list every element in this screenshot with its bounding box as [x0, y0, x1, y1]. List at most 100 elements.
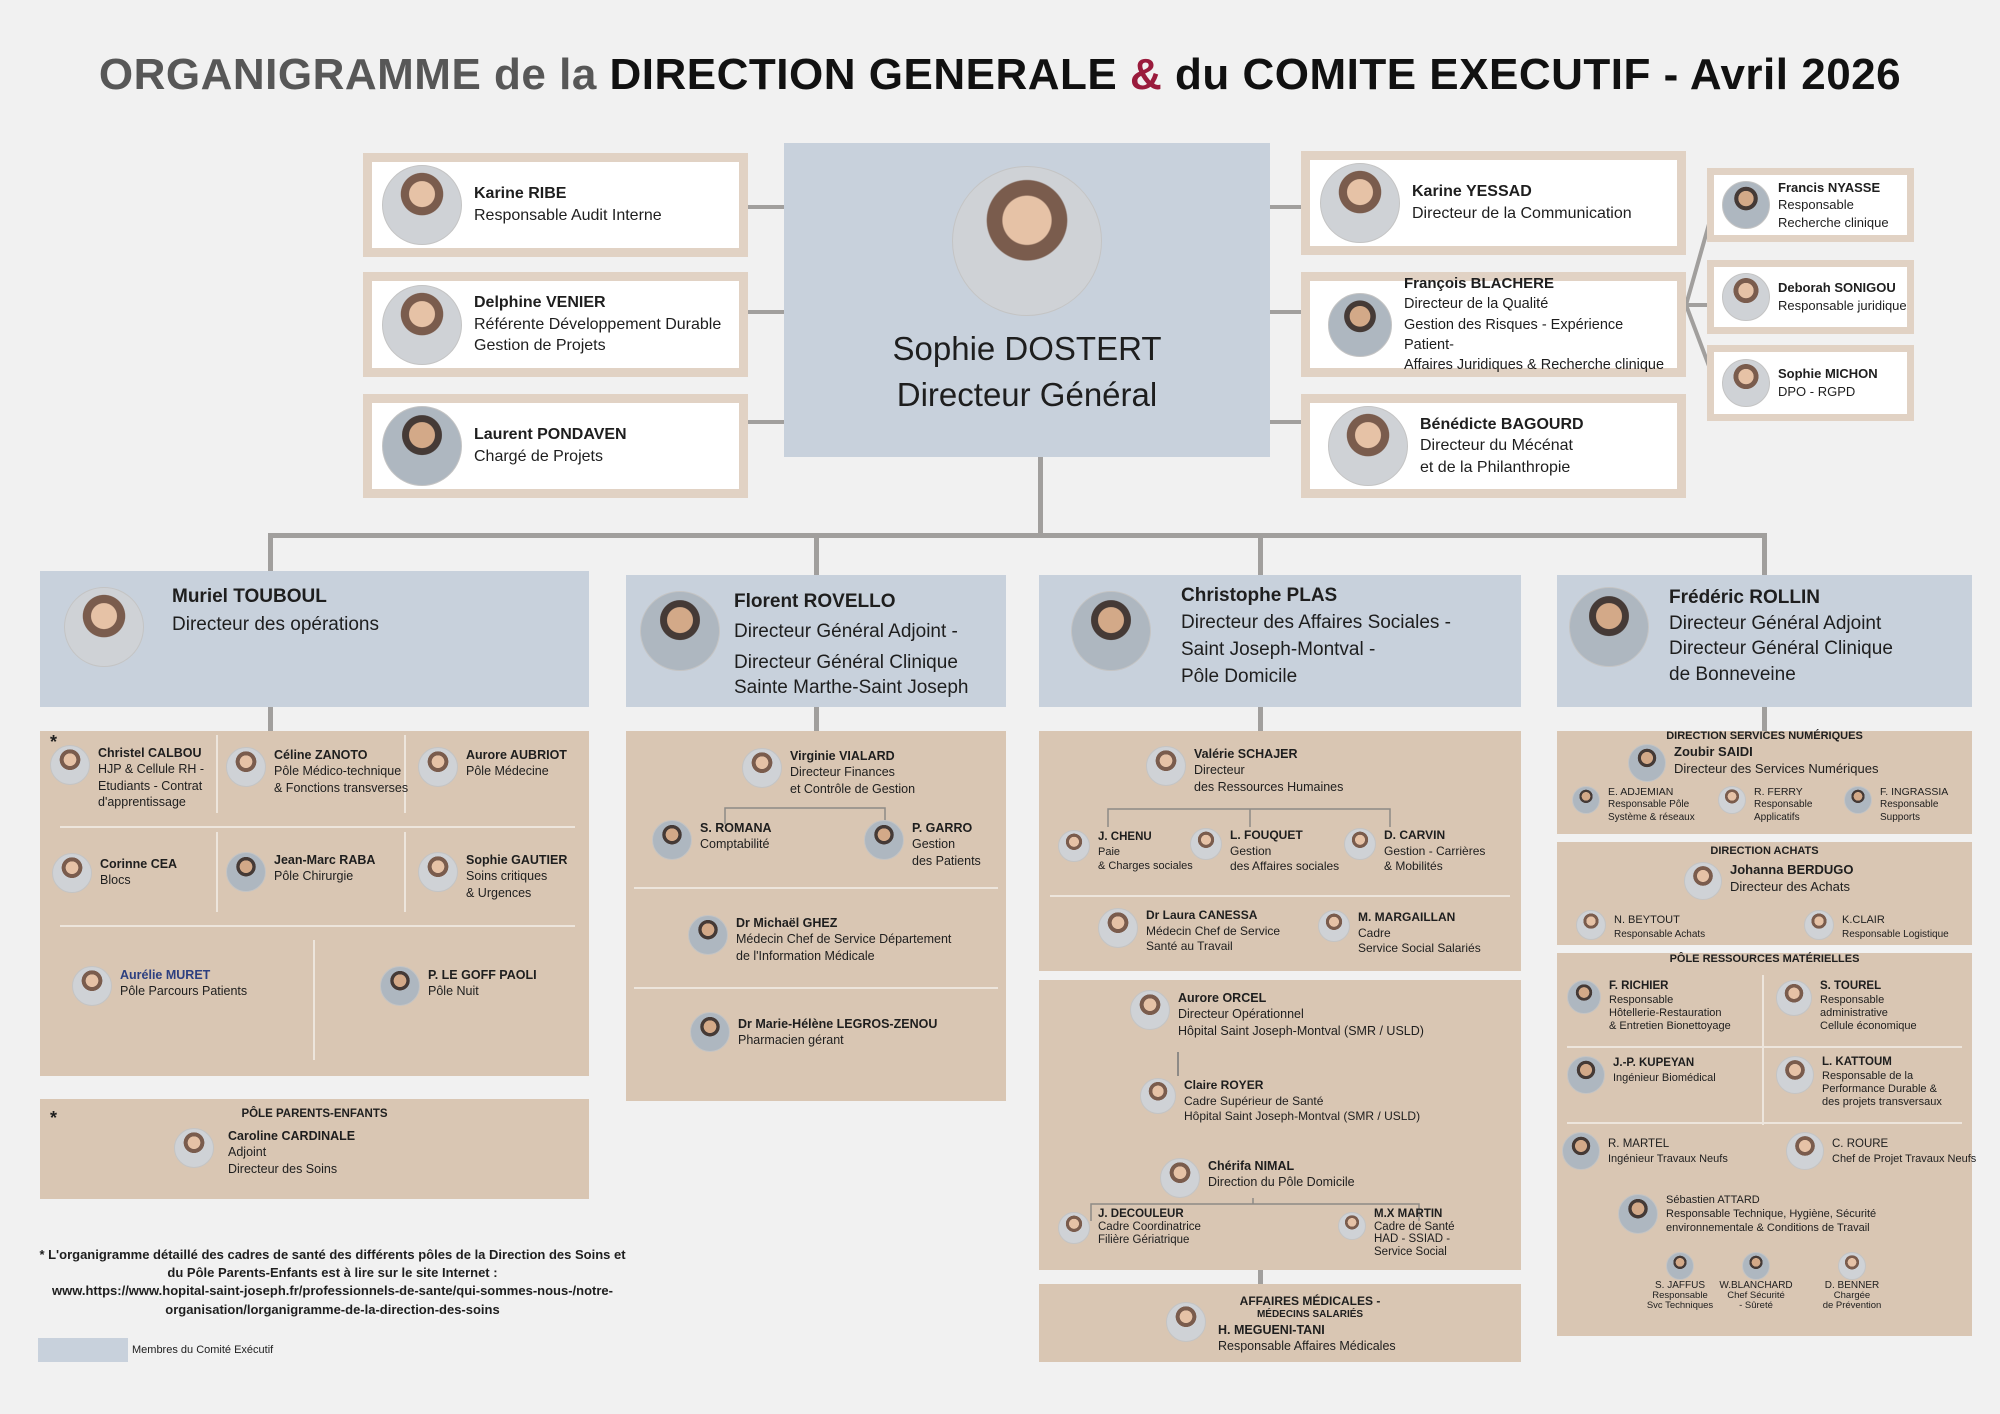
avatar	[382, 406, 462, 486]
connector	[268, 533, 273, 571]
person-name: Bénédicte BAGOURD	[1420, 415, 1584, 433]
connector-branch	[1684, 223, 1711, 367]
divider	[634, 887, 998, 889]
head-name: Muriel TOUBOUL	[172, 586, 327, 607]
avatar	[1722, 359, 1770, 407]
avatar	[640, 591, 720, 671]
avatar	[1098, 908, 1138, 948]
avatar	[1058, 1212, 1090, 1244]
avatar	[690, 1012, 730, 1052]
connector	[1258, 707, 1263, 731]
avatar	[1722, 181, 1770, 229]
ceo-avatar	[952, 166, 1102, 316]
connector	[1258, 533, 1263, 575]
avatar	[1567, 1056, 1605, 1094]
head-name: Frédéric ROLLIN	[1669, 587, 1820, 608]
connector	[748, 310, 784, 314]
ceo-role: Directeur Général	[896, 375, 1158, 413]
avatar	[418, 747, 458, 787]
avatar	[52, 853, 92, 893]
section-title: AFFAIRES MÉDICALES -	[1239, 1294, 1381, 1308]
section-title: DIRECTION ACHATS	[1710, 845, 1819, 857]
panel-numerique	[1557, 731, 1972, 834]
connector	[748, 420, 784, 424]
avatar	[1628, 744, 1666, 782]
avatar	[1786, 1132, 1824, 1170]
divider	[60, 925, 575, 927]
connector	[814, 707, 819, 731]
avatar	[1572, 786, 1600, 814]
connector	[1038, 457, 1043, 533]
avatar	[1328, 292, 1392, 357]
avatar	[382, 284, 462, 365]
avatar	[1618, 1194, 1658, 1234]
avatar	[72, 966, 112, 1006]
avatar	[1722, 273, 1770, 321]
ceo-name: Sophie DOSTERT	[892, 330, 1162, 367]
divider	[216, 832, 218, 912]
head-name: Christophe PLAS	[1181, 585, 1338, 606]
avatar	[1140, 1078, 1176, 1114]
divider	[404, 735, 406, 813]
avatar	[1742, 1252, 1770, 1280]
avatar	[1338, 1212, 1366, 1240]
section-title: DIRECTION SERVICES NUMÉRIQUES	[1666, 730, 1863, 742]
panel-montval	[1039, 980, 1521, 1270]
connector	[1762, 533, 1767, 575]
avatar	[1130, 990, 1170, 1030]
connector	[1258, 1270, 1263, 1284]
connector	[1177, 1052, 1179, 1076]
avatar	[1576, 910, 1606, 940]
divider	[60, 826, 575, 828]
avatar	[50, 745, 90, 785]
legend-label: Membres du Comité Exécutif	[132, 1344, 274, 1356]
connector-branch	[724, 807, 886, 824]
connector	[1270, 420, 1306, 424]
avatar	[1844, 786, 1872, 814]
person-role: Responsable Audit Interne	[474, 207, 662, 224]
avatar	[1804, 910, 1834, 940]
divider	[1567, 1122, 1962, 1124]
panel-affaires-medicales	[1039, 1284, 1521, 1362]
avatar	[1718, 786, 1746, 814]
divider	[313, 940, 315, 1060]
person-role: Référente Développement Durable	[474, 315, 722, 333]
connector	[1686, 303, 1708, 307]
connector	[268, 707, 273, 731]
avatar	[1146, 746, 1186, 786]
avatar	[418, 852, 458, 892]
divider	[1050, 895, 1510, 897]
